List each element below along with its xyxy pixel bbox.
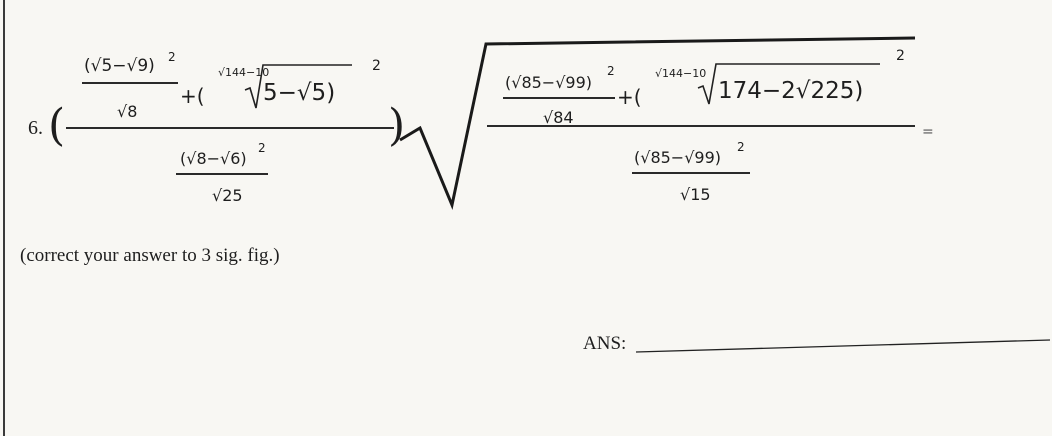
right-term1-numerator: (√85−√99) xyxy=(505,73,592,92)
left-term1-exponent: 2 xyxy=(168,50,176,64)
right-radicand: 174−2√225) xyxy=(718,78,864,104)
left-lower-numerator: (√8−√6) xyxy=(180,149,247,168)
right-lower-denominator: √15 xyxy=(680,185,711,204)
right-term1-denominator: √84 xyxy=(543,108,574,127)
left-root-index: √144−10 xyxy=(218,66,270,79)
left-term1-fraction-bar xyxy=(82,82,178,84)
left-term1-numerator: (√5−√9) xyxy=(84,56,155,76)
page-edge-line xyxy=(3,0,5,436)
big-square-root-sign xyxy=(399,36,916,211)
right-lower-numerator: (√85−√99) xyxy=(634,148,721,167)
left-term1-denominator: √8 xyxy=(117,102,138,121)
right-root-index: √144−10 xyxy=(655,67,707,80)
right-plus-paren: +( xyxy=(617,85,642,109)
question-number: 6. xyxy=(28,117,43,139)
left-plus-paren: +( xyxy=(180,84,205,108)
left-close-paren: ) xyxy=(388,100,406,151)
right-term1-fraction-bar xyxy=(503,97,615,99)
left-nested-root-sign xyxy=(244,64,352,109)
left-lower-exponent: 2 xyxy=(258,141,266,155)
left-lower-fraction-bar xyxy=(176,173,268,175)
left-lower-denominator: √25 xyxy=(212,186,243,205)
right-term1-exponent: 2 xyxy=(607,64,615,78)
answer-label: ANS: xyxy=(583,333,627,354)
equals-sign: = xyxy=(922,124,934,140)
right-term2-exponent: 2 xyxy=(896,48,905,64)
instruction-text: (correct your answer to 3 sig. fig.) xyxy=(20,245,280,266)
left-term2-exponent: 2 xyxy=(372,58,381,74)
left-radicand: 5−√5) xyxy=(263,80,336,106)
left-main-fraction-bar xyxy=(66,127,394,129)
right-lower-exponent: 2 xyxy=(737,140,745,154)
answer-line xyxy=(635,339,1051,353)
right-main-fraction-bar xyxy=(487,125,915,127)
left-open-paren: ( xyxy=(48,100,66,151)
right-nested-root-sign xyxy=(697,63,880,105)
right-lower-fraction-bar xyxy=(632,172,750,174)
answer-blank[interactable] xyxy=(636,330,1046,352)
